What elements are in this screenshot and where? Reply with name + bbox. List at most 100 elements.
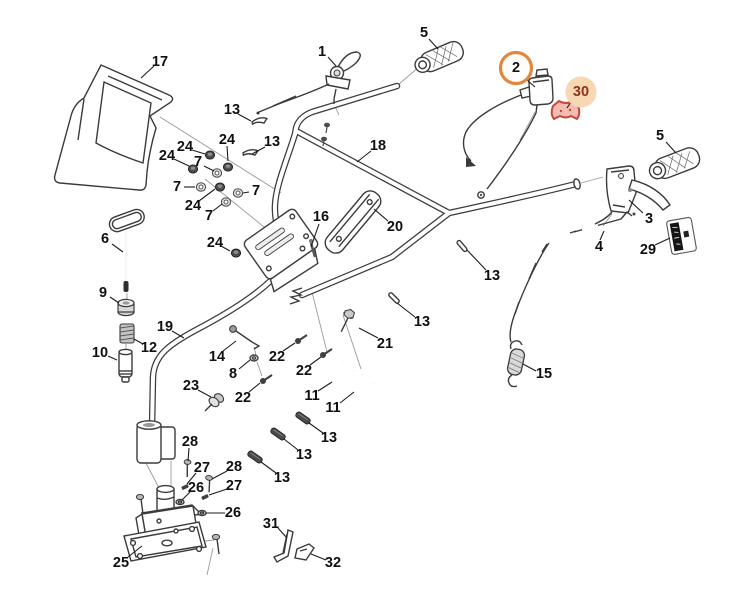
part-number-13[interactable]: 13 (274, 470, 290, 486)
callout-1[interactable]: 1 (318, 44, 337, 67)
part-number-26[interactable]: 26 (225, 505, 241, 521)
callout-14[interactable]: 14 (209, 340, 237, 365)
part-number-29[interactable]: 29 (640, 242, 656, 258)
callout-13[interactable]: 13 (260, 461, 290, 486)
callout-2[interactable]: 2 (498, 50, 536, 88)
callout-5[interactable]: 5 (420, 25, 439, 50)
part-number-22[interactable]: 22 (296, 363, 312, 379)
callout-13[interactable]: 13 (251, 134, 280, 155)
callout-15[interactable]: 15 (522, 363, 552, 382)
part-number-13[interactable]: 13 (224, 102, 240, 118)
callout-13[interactable]: 13 (466, 249, 500, 284)
callout-24[interactable]: 24 (177, 139, 206, 155)
part-number-13[interactable]: 13 (484, 268, 500, 284)
part-number-22[interactable]: 22 (235, 390, 251, 406)
callout-8[interactable]: 8 (229, 359, 251, 382)
callout-26[interactable]: 26 (181, 480, 204, 501)
part-number-32[interactable]: 32 (325, 555, 341, 571)
callout-22[interactable]: 22 (296, 356, 322, 379)
part-number-3[interactable]: 3 (645, 211, 653, 227)
part-number-5[interactable]: 5 (656, 128, 664, 144)
part-number-27[interactable]: 27 (194, 460, 210, 476)
callout-28[interactable]: 28 (182, 434, 198, 462)
part-number-7[interactable]: 7 (194, 154, 202, 170)
callout-24[interactable]: 24 (185, 188, 216, 214)
part-number-19[interactable]: 19 (157, 319, 173, 335)
part-number-20[interactable]: 20 (387, 219, 403, 235)
part-number-24[interactable]: 24 (177, 139, 193, 155)
highlight-circle[interactable] (565, 76, 597, 108)
part-number-12[interactable]: 12 (141, 340, 157, 356)
part-number-23[interactable]: 23 (183, 378, 199, 394)
callout-30[interactable]: 30 (565, 76, 597, 109)
part-number-16[interactable]: 16 (313, 209, 329, 225)
part-number-8[interactable]: 8 (229, 366, 237, 382)
callout-19[interactable]: 19 (157, 319, 185, 339)
callout-3[interactable]: 3 (628, 199, 653, 227)
callout-6[interactable]: 6 (101, 231, 124, 253)
part-number-13[interactable]: 13 (414, 314, 430, 330)
callout-28[interactable]: 28 (211, 459, 242, 480)
callout-24[interactable]: 24 (159, 148, 190, 167)
callout-7[interactable]: 7 (242, 183, 260, 199)
part-number-21[interactable]: 21 (377, 336, 393, 352)
callout-16[interactable]: 16 (310, 209, 329, 248)
callout-13[interactable]: 13 (396, 302, 430, 330)
part-number-11[interactable]: 11 (304, 388, 319, 404)
highlight-ring[interactable] (498, 50, 534, 86)
callout-7[interactable]: 7 (173, 179, 195, 195)
part-number-7[interactable]: 7 (252, 183, 260, 199)
callout-22[interactable]: 22 (269, 342, 296, 365)
part-number-6[interactable]: 6 (101, 231, 109, 247)
part-number-5[interactable]: 5 (420, 25, 428, 41)
callout-24[interactable]: 24 (207, 235, 231, 252)
callout-17[interactable]: 17 (140, 54, 168, 79)
part-number-2-highlighted[interactable]: 2 (512, 60, 520, 76)
part-number-27[interactable]: 27 (226, 478, 242, 494)
part-number-28[interactable]: 28 (182, 434, 198, 450)
part-number-17[interactable]: 17 (152, 54, 168, 70)
callout-5[interactable]: 5 (656, 128, 677, 154)
callout-9[interactable]: 9 (99, 285, 120, 304)
part-number-4[interactable]: 4 (595, 239, 603, 255)
part-number-7[interactable]: 7 (173, 179, 181, 195)
callout-23[interactable]: 23 (183, 378, 212, 398)
callout-12[interactable]: 12 (133, 338, 157, 356)
callout-11[interactable]: 11 (325, 391, 355, 416)
callout-13[interactable]: 13 (224, 102, 252, 122)
part-number-26[interactable]: 26 (188, 480, 204, 496)
callout-4[interactable]: 4 (595, 230, 605, 255)
part-number-24[interactable]: 24 (159, 148, 175, 164)
callout-7[interactable]: 7 (205, 203, 223, 224)
part-number-24[interactable]: 24 (219, 132, 235, 148)
part-number-31[interactable]: 31 (263, 516, 279, 532)
part-number-1[interactable]: 1 (318, 44, 326, 60)
callout-21[interactable]: 21 (358, 327, 393, 352)
part-number-30-highlighted[interactable]: 30 (573, 84, 589, 100)
callout-22[interactable]: 22 (235, 382, 261, 406)
callout-11[interactable]: 11 (304, 381, 333, 404)
part-number-22[interactable]: 22 (269, 349, 285, 365)
part-number-18[interactable]: 18 (370, 138, 386, 154)
part-number-15[interactable]: 15 (536, 366, 552, 382)
callout-13[interactable]: 13 (308, 422, 337, 446)
callout-27[interactable]: 27 (208, 478, 242, 496)
callout-24[interactable]: 24 (219, 132, 235, 162)
callout-7[interactable]: 7 (194, 154, 215, 172)
callout-18[interactable]: 18 (356, 138, 386, 163)
callout-13[interactable]: 13 (283, 438, 312, 463)
part-number-7[interactable]: 7 (205, 208, 213, 224)
part-number-24[interactable]: 24 (185, 198, 201, 214)
part-number-24[interactable]: 24 (207, 235, 223, 251)
callout-10[interactable]: 10 (92, 345, 118, 361)
part-number-13[interactable]: 13 (321, 430, 337, 446)
callout-20[interactable]: 20 (373, 208, 403, 235)
part-number-28[interactable]: 28 (226, 459, 242, 475)
callout-26[interactable]: 26 (206, 505, 241, 521)
callout-32[interactable]: 32 (310, 553, 341, 571)
callout-25[interactable]: 25 (113, 545, 143, 571)
part-number-25[interactable]: 25 (113, 555, 129, 571)
part-number-11[interactable]: 11 (325, 400, 340, 416)
part-number-14[interactable]: 14 (209, 349, 225, 365)
part-number-10[interactable]: 10 (92, 345, 108, 361)
